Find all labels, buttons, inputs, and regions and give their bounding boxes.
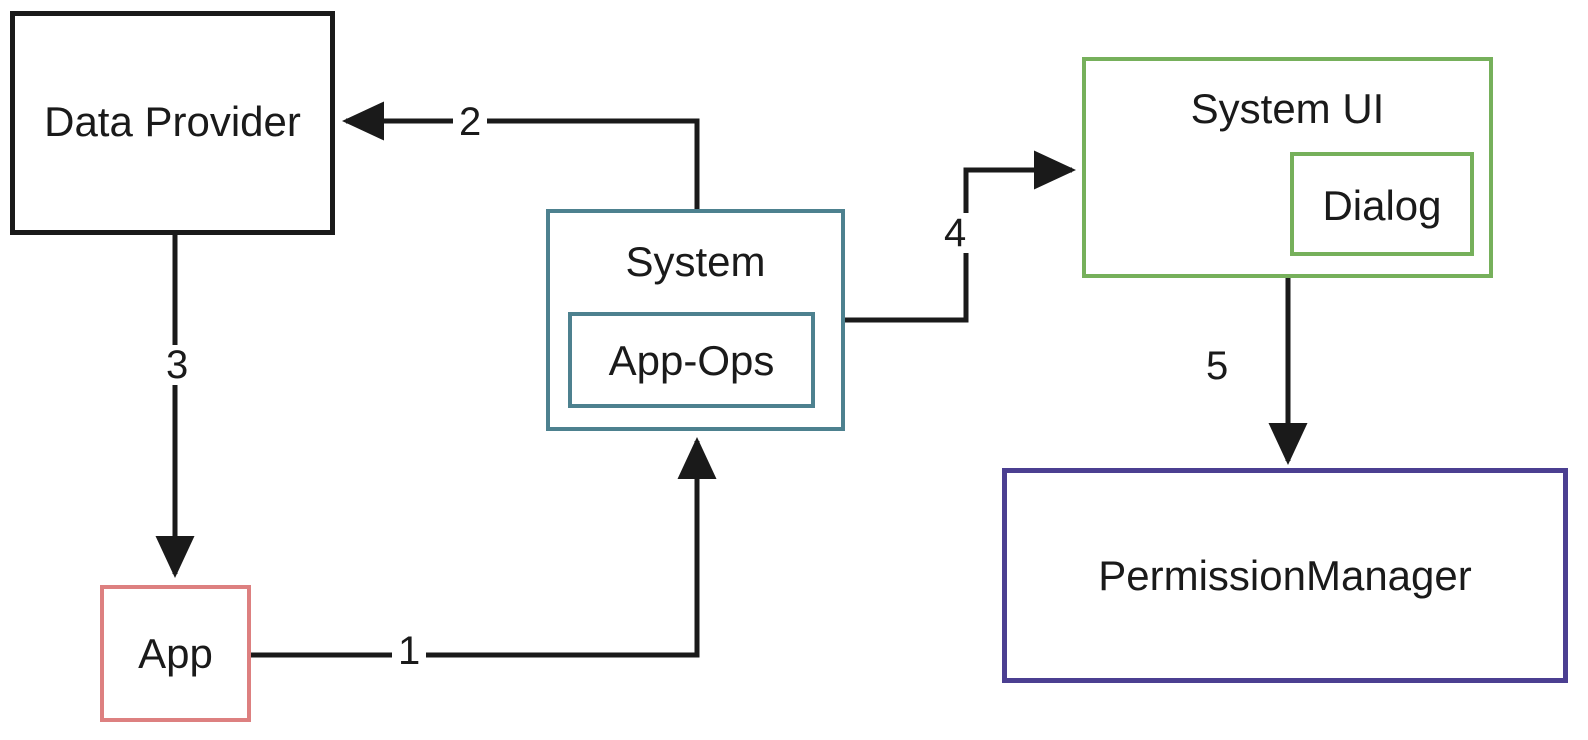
edge-2-connector	[341, 101, 700, 209]
node-app-ops-label: App-Ops	[608, 337, 775, 384]
node-app[interactable]	[100, 585, 251, 722]
edge-4-label: 4	[938, 213, 973, 253]
edge-1-connector	[251, 436, 717, 658]
edge-1-label: 1	[392, 631, 427, 671]
node-permission-manager[interactable]	[1002, 468, 1568, 683]
node-data-provider[interactable]	[10, 11, 335, 235]
node-dialog-label: Dialog	[1322, 182, 1442, 229]
edge-5-label: 5	[1200, 346, 1235, 386]
node-permission-manager-label: PermissionManager	[1098, 552, 1472, 599]
node-system-label: System	[625, 238, 766, 285]
node-app-ops[interactable]	[568, 312, 815, 408]
edge-2-label: 2	[453, 102, 488, 142]
node-app-label: App	[138, 630, 213, 677]
node-dialog[interactable]	[1290, 152, 1474, 256]
edge-3-label: 3	[160, 345, 195, 385]
node-data-provider-label: Data Provider	[44, 98, 301, 145]
node-system-ui-label: System UI	[1190, 85, 1385, 132]
